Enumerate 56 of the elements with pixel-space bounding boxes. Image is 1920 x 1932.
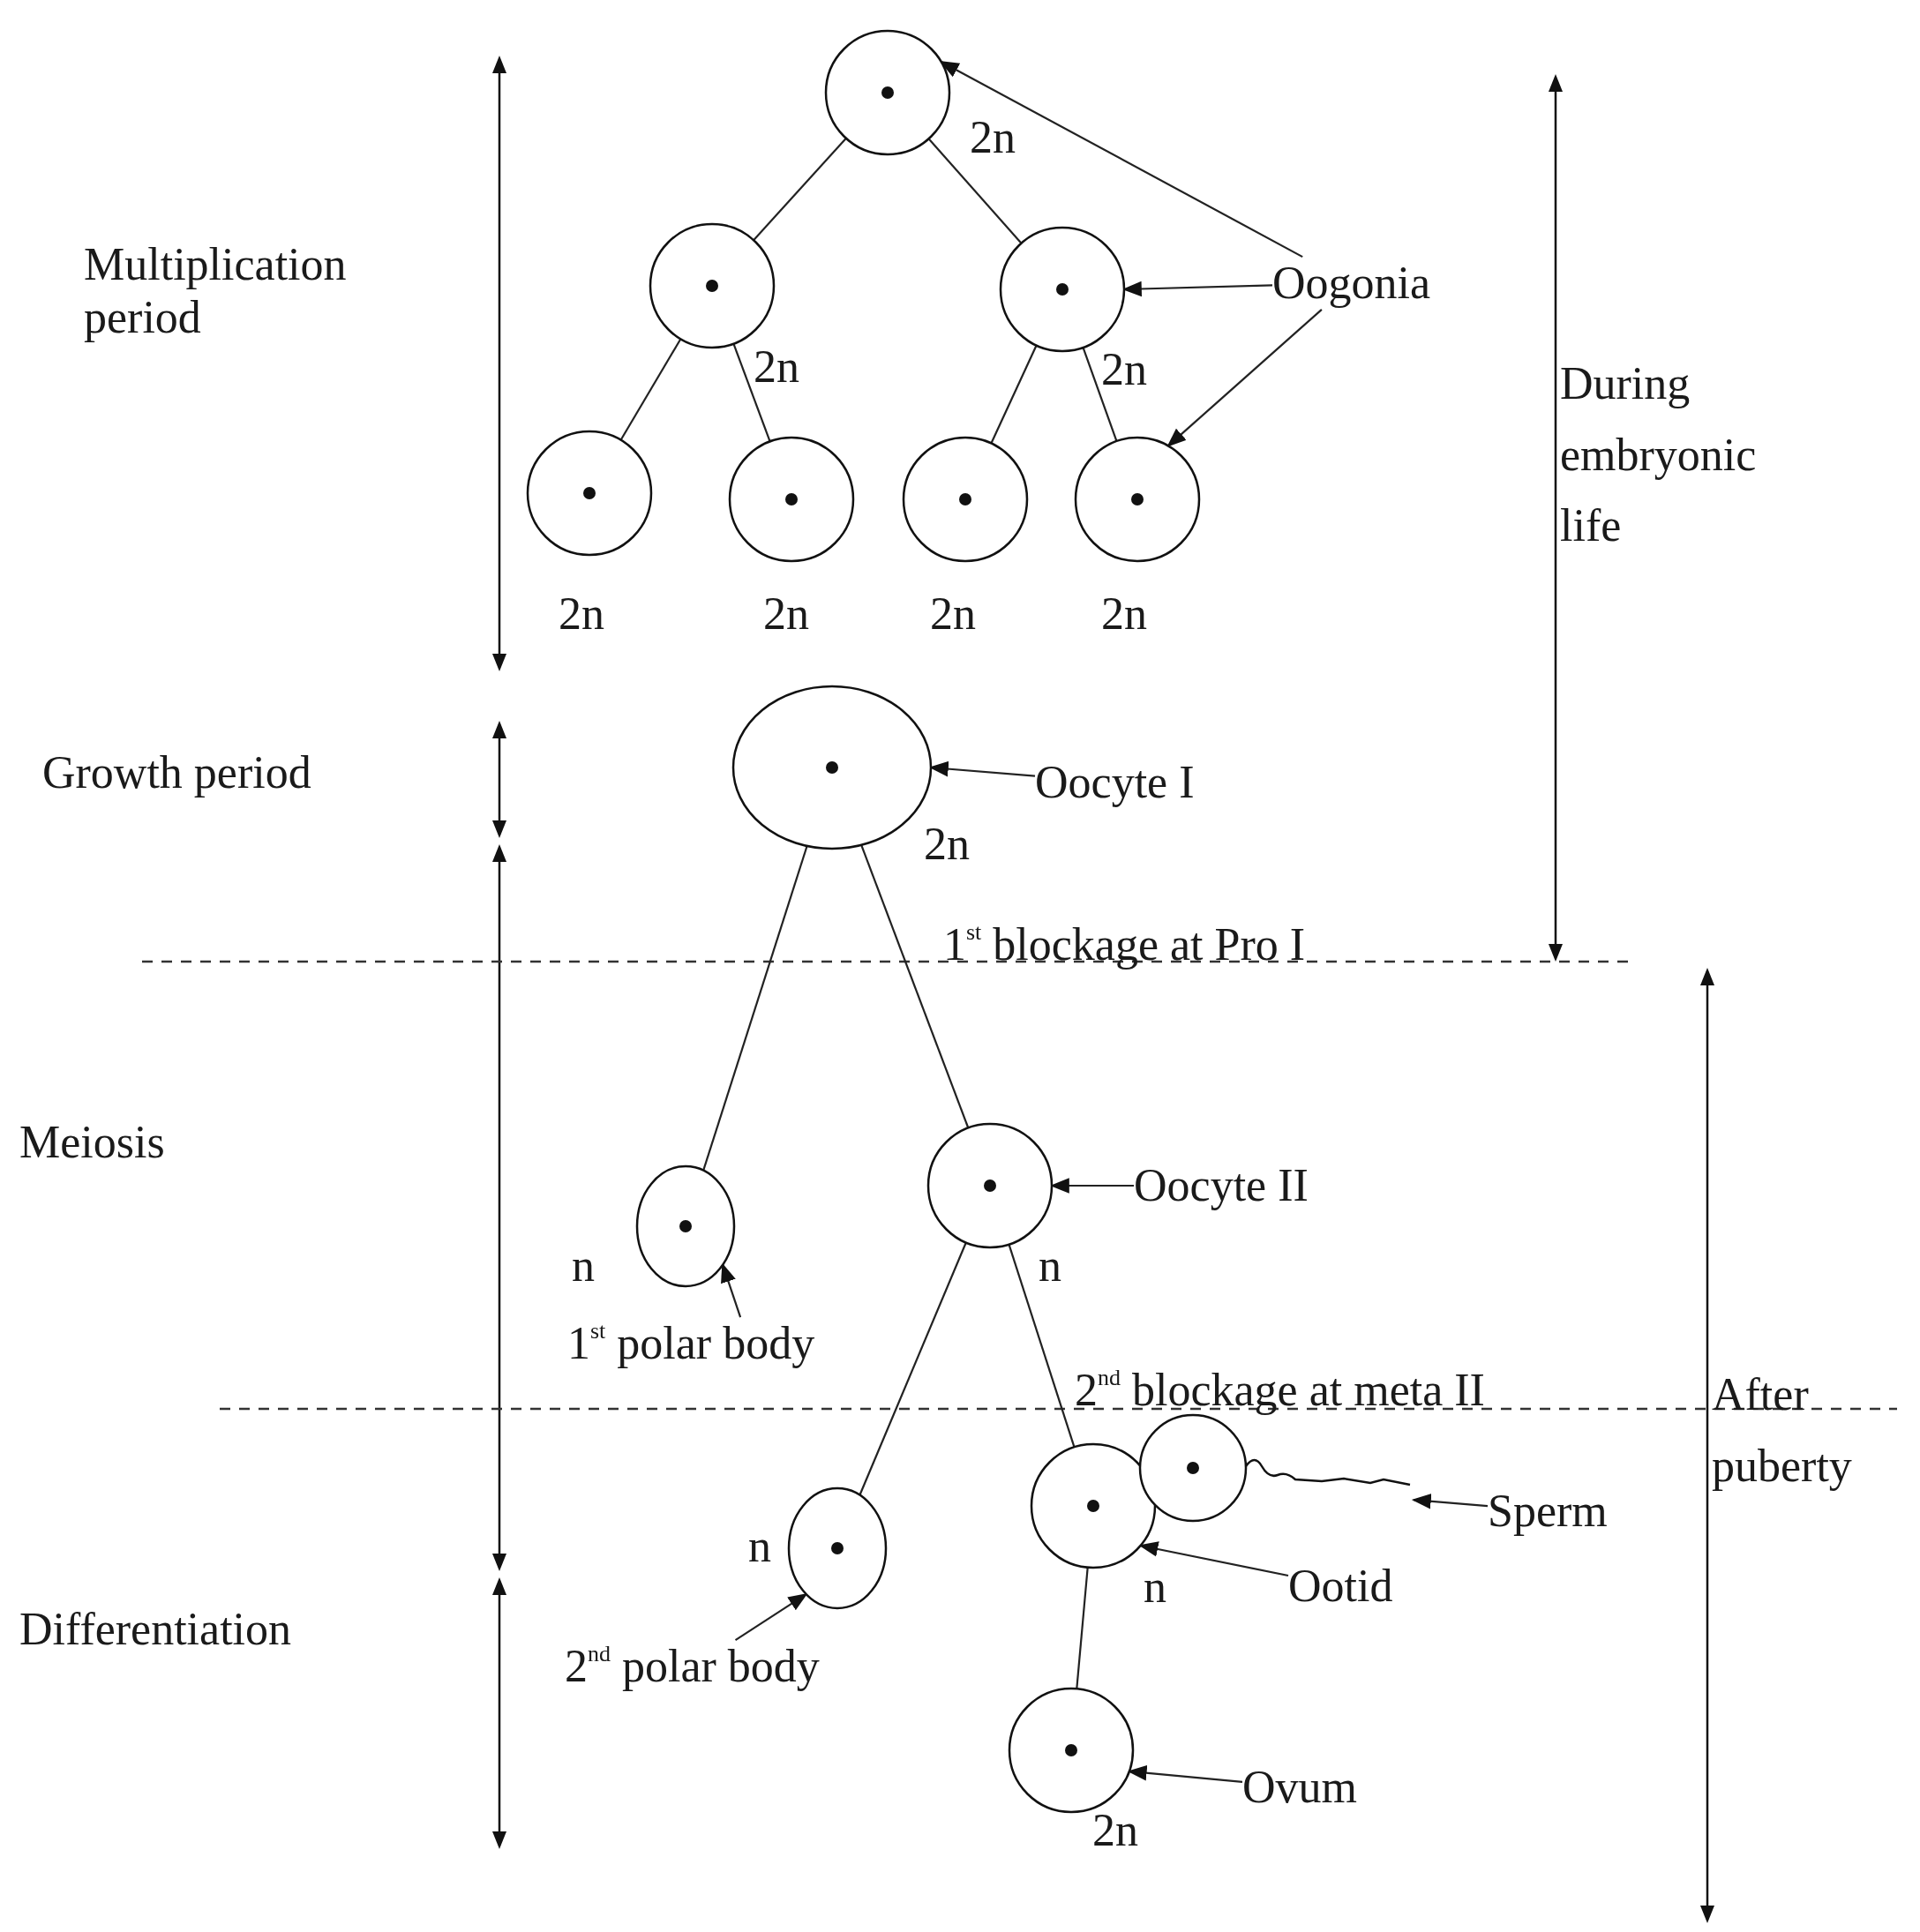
leader-arrow [1166,309,1323,447]
division-line [1008,1244,1076,1448]
cell-drawing [526,430,653,557]
ploidy-label: 2n [924,821,970,867]
ploidy-label: n [748,1524,771,1569]
ploidy-label: 2n [763,591,809,637]
cell-drawing [902,436,1029,563]
cell-label: Oocyte II [1134,1159,1309,1212]
blockage-note: 1$^{st}$ blockage at Pro I [943,918,1306,971]
cell-drawing [999,226,1126,353]
cell-label: Oogonia [1272,257,1431,310]
division-line [732,343,771,442]
cell-drawing [787,1486,888,1610]
ploidy-label: 2n [930,591,976,637]
cell-label: Ootid [1288,1560,1393,1613]
blockage-note: 2$^{nd}$ blockage at meta II [1075,1364,1485,1417]
cell-label: Oocyte I [1035,756,1195,809]
cell-drawing [649,222,776,349]
period-label: Meiosis [19,1116,165,1169]
ploidy-label: 2n [970,115,1016,161]
cell-drawing [926,1122,1054,1249]
leader-arrow [721,1262,742,1318]
period-label: Differentiation [19,1603,292,1656]
cell-drawing [824,29,951,156]
leader-arrow [1411,1494,1489,1509]
ploidy-label: 2n [1101,347,1147,393]
ploidy-label: 2n [754,344,799,390]
cell-drawing [1030,1442,1157,1569]
cell-label: Sperm [1488,1485,1608,1538]
cell-drawing [1008,1687,1135,1814]
division-line [702,845,808,1172]
ploidy-label: 2n [1101,591,1147,637]
cell-drawing [728,436,855,563]
leader-arrow [734,1592,808,1642]
ploidy-label: n [572,1243,595,1289]
division-line [990,345,1038,444]
stage-label: During embryonic life [1560,357,1758,553]
cell-label: Ovum [1242,1761,1357,1814]
cell-label: 1$^{st}$ polar body [567,1317,815,1370]
ploidy-label: n [1039,1243,1061,1289]
division-line [859,1242,967,1496]
stage-label: After puberty [1712,1368,1853,1493]
division-line [860,844,970,1128]
division-line [753,138,847,241]
division-line [927,138,1023,244]
ploidy-label: 2n [1092,1808,1138,1853]
period-label: Multiplication period [84,238,348,344]
cell-drawing [1074,436,1201,563]
ploidy-label: 2n [559,591,604,637]
ploidy-label: n [1144,1564,1166,1610]
division-line [1082,347,1118,442]
division-line [619,338,682,441]
cell-drawing [635,1164,736,1288]
division-line [1076,1567,1089,1689]
period-label: Growth period [42,746,311,799]
cell-label: 2$^{nd}$ polar body [565,1640,820,1693]
